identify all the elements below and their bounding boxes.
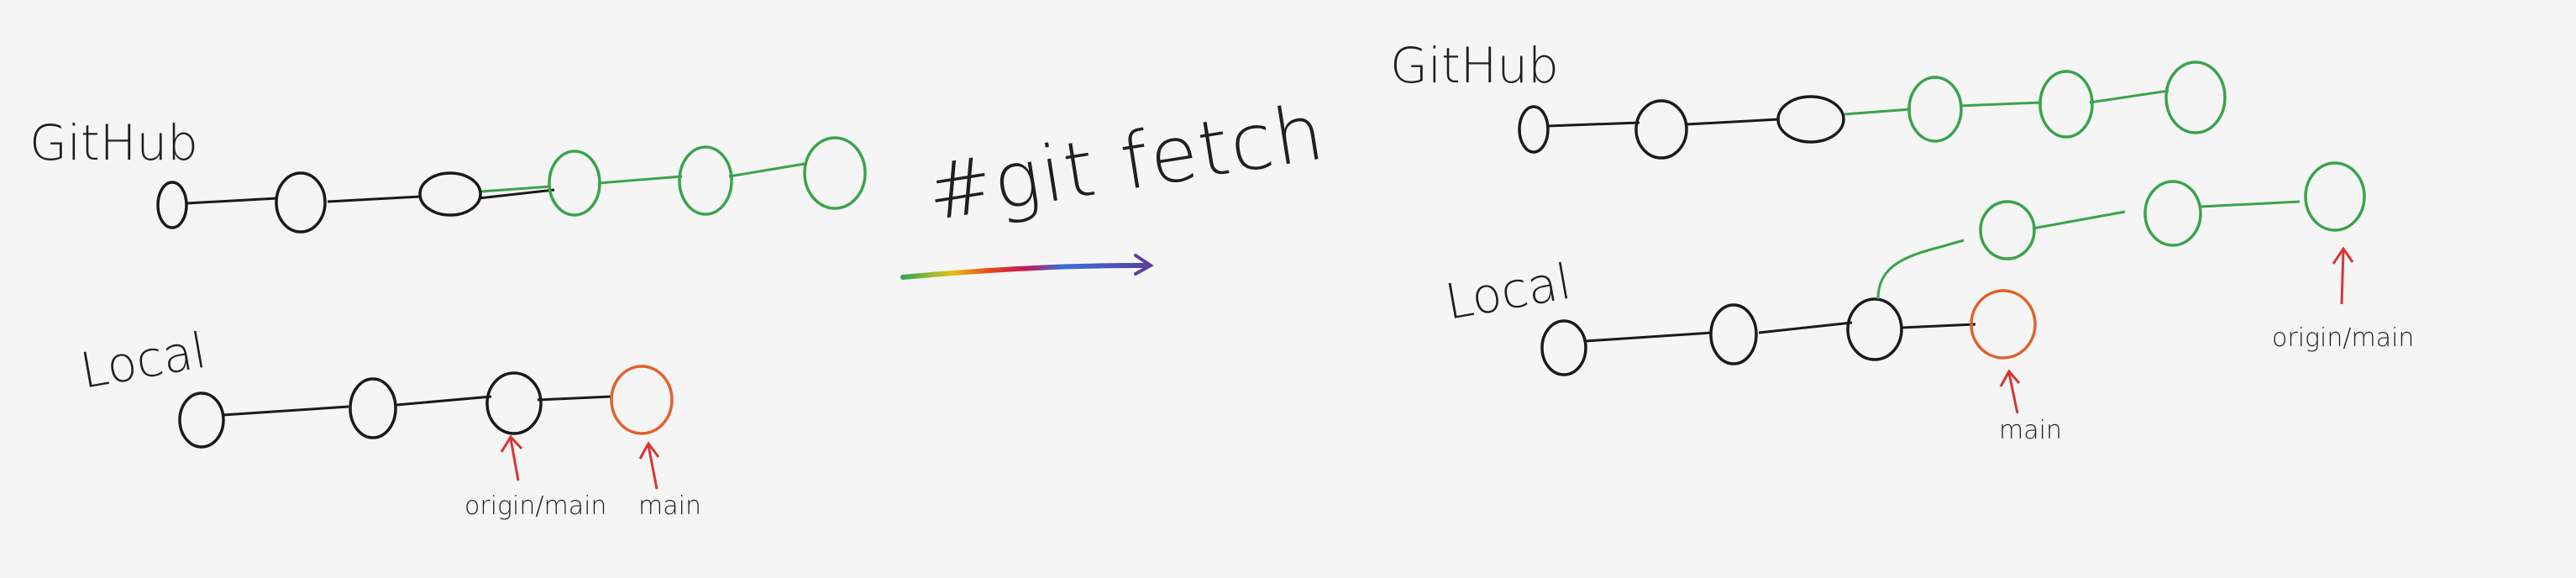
remote-new-commit-node bbox=[548, 150, 601, 217]
before-main-pointer: main bbox=[638, 441, 701, 521]
commit-node bbox=[275, 171, 327, 234]
after-local-label: Local bbox=[1441, 253, 1576, 331]
commit-node bbox=[1846, 297, 1903, 361]
remote-new-commit-node bbox=[2164, 60, 2227, 134]
after-fetched-branch bbox=[1876, 161, 2366, 300]
after-local-chain bbox=[1540, 289, 2037, 376]
before-remote-label: GitHub bbox=[29, 114, 198, 171]
before-panel: GitHub Local origin/main bbox=[29, 114, 867, 521]
remote-new-commit-node bbox=[1907, 76, 1963, 143]
fetched-commit-node bbox=[2143, 180, 2202, 247]
after-remote-new-links bbox=[1844, 89, 2169, 116]
remote-new-commit-node bbox=[678, 145, 733, 216]
after-panel: GitHub Local bbox=[1390, 37, 2414, 445]
commit-node bbox=[1540, 319, 1587, 376]
commit-node bbox=[1518, 105, 1550, 154]
pointer-arrow bbox=[2332, 246, 2354, 305]
pointer-arrow bbox=[1999, 369, 2021, 414]
fetched-commit-node bbox=[1979, 200, 2036, 260]
after-remote-links bbox=[1546, 118, 1780, 128]
rainbow-arrow-head bbox=[1134, 254, 1154, 276]
local-new-commit-node bbox=[1970, 289, 2037, 360]
commit-node bbox=[178, 391, 225, 449]
commit-node bbox=[1634, 99, 1688, 160]
rainbow-arrow-shaft bbox=[900, 262, 1152, 280]
after-local-links bbox=[1585, 321, 1976, 343]
command-transition: #git fetch bbox=[900, 87, 1331, 280]
after-remote-chain bbox=[1518, 60, 2227, 160]
origin-main-label: origin/main bbox=[2272, 323, 2414, 353]
before-local-chain bbox=[178, 365, 674, 449]
pointer-arrow bbox=[638, 441, 660, 490]
origin-main-label: origin/main bbox=[464, 491, 606, 521]
commit-node bbox=[418, 171, 482, 217]
before-remote-links bbox=[186, 188, 555, 205]
before-local-label: Local bbox=[76, 322, 211, 400]
pointer-arrow bbox=[500, 434, 523, 481]
after-origin-main-pointer: origin/main bbox=[2272, 246, 2414, 353]
after-main-pointer: main bbox=[1999, 369, 2062, 445]
command-text: #git fetch bbox=[921, 87, 1331, 238]
commit-node bbox=[156, 181, 188, 229]
remote-new-commit-node bbox=[2038, 70, 2094, 139]
commit-node bbox=[349, 377, 397, 439]
commit-node bbox=[1709, 303, 1758, 365]
before-origin-main-pointer: origin/main bbox=[464, 434, 606, 521]
main-label: main bbox=[1999, 416, 2062, 445]
before-remote-new-links bbox=[480, 162, 805, 193]
before-remote-chain bbox=[156, 136, 867, 234]
commit-node bbox=[485, 371, 543, 435]
before-local-links bbox=[222, 395, 612, 417]
commit-node bbox=[1776, 95, 1845, 144]
fetched-commit-node bbox=[2304, 161, 2366, 232]
main-label: main bbox=[638, 491, 701, 521]
after-remote-label: GitHub bbox=[1390, 37, 1559, 94]
fetched-branch-links bbox=[1876, 200, 2301, 300]
remote-new-commit-node bbox=[803, 136, 867, 210]
local-new-commit-node bbox=[610, 365, 674, 435]
